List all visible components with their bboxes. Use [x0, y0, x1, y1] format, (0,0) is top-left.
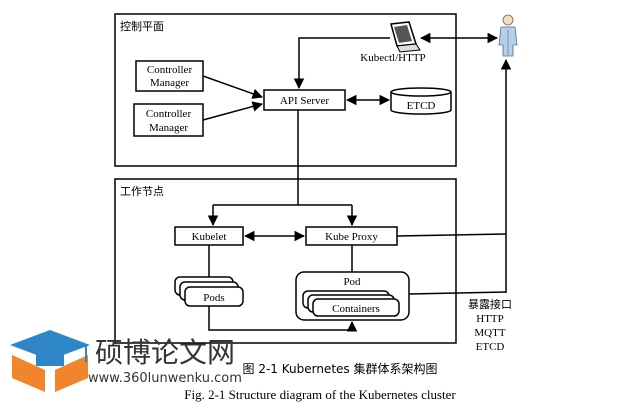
controller-manager-1-line2: Manager [150, 77, 189, 89]
containers-stack [302, 290, 400, 317]
pods-stack [174, 276, 244, 307]
worker-node-frame [114, 178, 457, 344]
api-server-box [263, 89, 346, 111]
kubectl-label: Kubectl/HTTP [360, 52, 425, 64]
controller-manager-2-line1: Controller [146, 108, 192, 120]
watermark-brand: 硕博论文网 [95, 336, 235, 369]
etcd-label: ETCD [407, 100, 436, 112]
caption-en: Fig. 2-1 Structure diagram of the Kubern… [184, 387, 456, 402]
etcd-cylinder [390, 87, 452, 115]
watermark: 硕博论文网 www.360lunwenku.com [10, 330, 242, 392]
control-plane-label: 控制平面 [120, 19, 164, 33]
watermark-url: www.360lunwenku.com [88, 371, 242, 386]
controller-manager-1-line1: Controller [147, 64, 193, 76]
connectors [202, 32, 512, 332]
laptop-icon [390, 21, 421, 53]
caption-cn: 图 2-1 Kubernetes 集群体系架构图 [243, 361, 438, 376]
control-plane-frame [114, 13, 457, 167]
kube-proxy-label: Kube Proxy [325, 231, 378, 243]
kubelet-label: Kubelet [192, 231, 227, 243]
controller-manager-2-box [133, 103, 204, 137]
pods-label: Pods [203, 292, 224, 304]
exposed-http: HTTP [476, 313, 504, 325]
pod-label: Pod [343, 276, 361, 288]
watermark-logo [10, 330, 90, 392]
controller-manager-2-line2: Manager [149, 122, 188, 134]
worker-node-label: 工作节点 [120, 185, 164, 198]
exposed-etcd: ETCD [476, 341, 505, 353]
api-server-label: API Server [280, 95, 330, 107]
user-icon [498, 14, 518, 57]
exposed-interfaces-title: 暴露接口 [468, 298, 512, 311]
containers-label: Containers [332, 303, 380, 315]
exposed-mqtt: MQTT [474, 327, 505, 339]
